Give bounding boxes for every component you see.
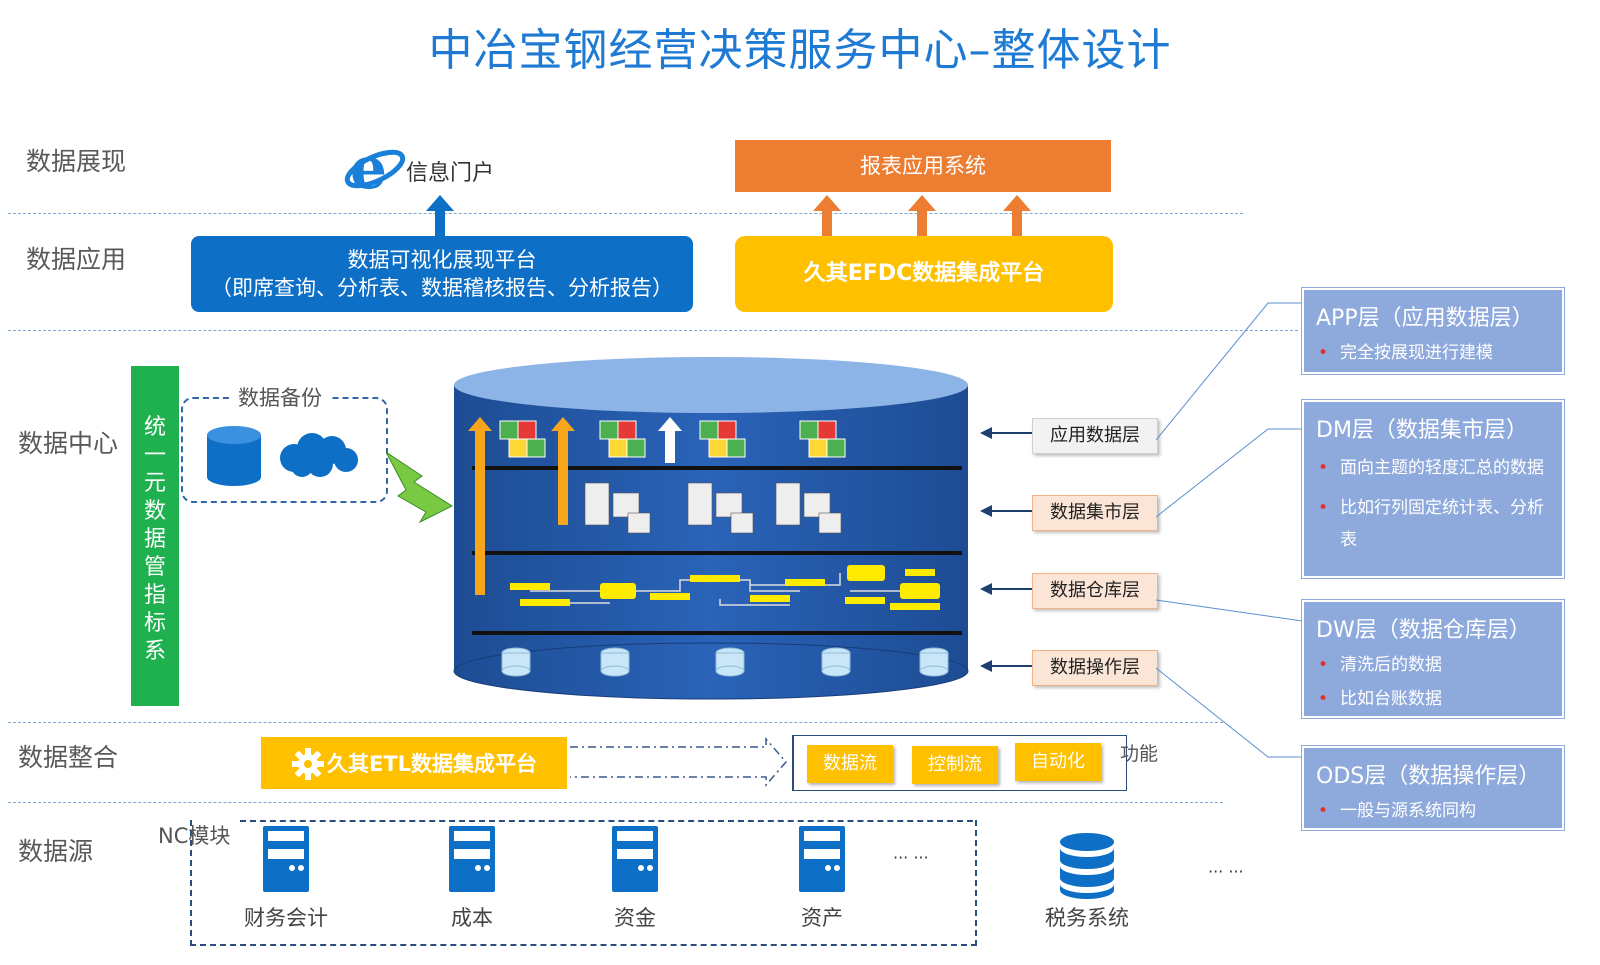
- indicator-char: 一: [143, 443, 166, 468]
- separator: [8, 213, 1243, 214]
- arrow-left-icon: [980, 660, 1032, 672]
- legend-item: 比如台账数据: [1304, 678, 1562, 712]
- database-icon: [207, 426, 261, 486]
- etl-platform[interactable]: 久其ETL数据集成平台: [261, 737, 567, 789]
- efdc-platform[interactable]: 久其EFDC数据集成平台: [735, 236, 1113, 312]
- ie-browser-icon: e: [344, 136, 406, 198]
- arrow-left-icon: [980, 427, 1032, 439]
- tag-app-layer[interactable]: 应用数据层: [1032, 418, 1158, 454]
- visualization-platform-subtitle: （即席查询、分析表、数据稽核报告、分析报告）: [211, 276, 673, 300]
- tag-dm-layer[interactable]: 数据集市层: [1032, 495, 1158, 531]
- legend-title: DM层（数据集市层）: [1316, 418, 1528, 443]
- arrow-left-icon: [980, 505, 1032, 517]
- indicator-char: 指: [143, 583, 166, 608]
- server-icon: [799, 826, 845, 892]
- function-controlflow[interactable]: 控制流: [912, 746, 998, 784]
- layer-label-application: 数据应用: [26, 245, 127, 274]
- legend-item: 清洗后的数据: [1304, 644, 1562, 678]
- unified-indicator-bar: 统 一 元 数 据 管 指 标 系: [131, 366, 179, 706]
- nc-module-top-border: [240, 820, 973, 822]
- layer-label-presentation: 数据展现: [26, 147, 127, 176]
- tag-dw-layer[interactable]: 数据仓库层: [1032, 573, 1158, 609]
- source-finance[interactable]: 财务会计: [244, 906, 328, 930]
- legend-item: 面向主题的轻度汇总的数据: [1304, 444, 1562, 484]
- separator: [8, 802, 1223, 803]
- indicator-char: 据: [143, 527, 166, 552]
- indicator-char: 系: [143, 639, 166, 664]
- indicator-char: 管: [143, 555, 166, 580]
- arrow-left-icon: [980, 583, 1032, 595]
- separator: [8, 330, 1298, 331]
- layer-label-source: 数据源: [18, 837, 94, 866]
- svg-text:e: e: [350, 136, 387, 198]
- data-warehouse-cylinder: [453, 357, 969, 700]
- more-ellipsis: ··· ···: [1208, 862, 1244, 881]
- legend-title: APP层（应用数据层）: [1316, 306, 1534, 331]
- indicator-char: 统: [143, 415, 166, 440]
- indicator-char: 元: [143, 471, 166, 496]
- visualization-platform[interactable]: 数据可视化展现平台 （即席查询、分析表、数据稽核报告、分析报告）: [191, 236, 693, 312]
- indicator-char: 标: [143, 611, 166, 636]
- dashed-arrow-icon: [570, 737, 787, 787]
- legend-app: APP层（应用数据层） 完全按展现进行建模: [1301, 287, 1565, 375]
- function-automation[interactable]: 自动化: [1015, 743, 1101, 781]
- server-icon: [612, 826, 658, 892]
- visualization-platform-title: 数据可视化展现平台: [347, 248, 537, 272]
- arrow-up-icon: [426, 195, 454, 237]
- nc-module-box: [190, 820, 977, 946]
- report-system-bar[interactable]: 报表应用系统: [735, 140, 1111, 192]
- legend-dw: DW层（数据仓库层） 清洗后的数据 比如台账数据: [1301, 599, 1565, 719]
- database-icon: [1060, 833, 1114, 899]
- server-icon: [263, 826, 309, 892]
- nc-module-label: NC模块: [158, 824, 231, 848]
- connector-lines: [1156, 302, 1303, 758]
- lightning-icon: [386, 451, 454, 524]
- legend-title: DW层（数据仓库层）: [1316, 618, 1531, 643]
- more-ellipsis: ··· ···: [893, 848, 929, 867]
- source-funds[interactable]: 资金: [614, 906, 656, 930]
- functions-box: [792, 735, 1127, 791]
- source-tax[interactable]: 税务系统: [1045, 906, 1129, 930]
- tag-ods-layer[interactable]: 数据操作层: [1032, 650, 1158, 686]
- source-assets[interactable]: 资产: [801, 906, 843, 930]
- separator: [8, 722, 1223, 723]
- legend-title: ODS层（数据操作层）: [1316, 764, 1541, 789]
- function-dataflow[interactable]: 数据流: [807, 745, 893, 783]
- indicator-char: 数: [143, 499, 166, 524]
- legend-item: 完全按展现进行建模: [1304, 332, 1562, 366]
- legend-ods: ODS层（数据操作层） 一般与源系统同构: [1301, 745, 1565, 831]
- source-cost[interactable]: 成本: [451, 906, 493, 930]
- legend-dm: DM层（数据集市层） 面向主题的轻度汇总的数据 比如行列固定统计表、分析表: [1301, 399, 1565, 579]
- etl-platform-label: 久其ETL数据集成平台: [326, 752, 538, 776]
- arrow-up-icon: [908, 195, 936, 237]
- gear-icon: [291, 748, 324, 780]
- arrow-up-icon: [813, 195, 841, 237]
- functions-label: 功能: [1120, 743, 1159, 765]
- server-icon: [449, 826, 495, 892]
- layer-label-center: 数据中心: [18, 429, 119, 458]
- portal-label[interactable]: 信息门户: [406, 161, 495, 186]
- layer-label-integration: 数据整合: [18, 743, 119, 772]
- legend-item: 比如行列固定统计表、分析表: [1304, 484, 1562, 556]
- legend-item: 一般与源系统同构: [1304, 790, 1562, 824]
- cloud-icon: [280, 433, 358, 477]
- page-title: 中冶宝钢经营决策服务中心–整体设计: [428, 25, 1172, 76]
- backup-label: 数据备份: [230, 382, 330, 412]
- arrow-up-icon: [1003, 195, 1031, 237]
